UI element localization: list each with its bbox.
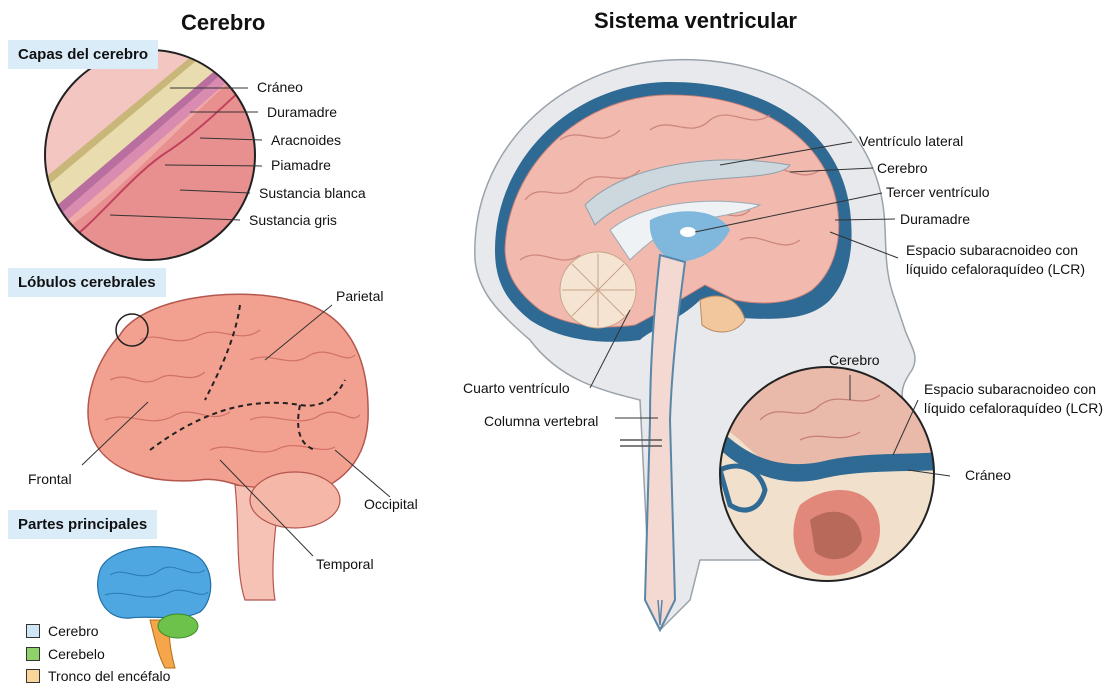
label-inset-craneo: Cráneo [965,467,1011,483]
label-occipital: Occipital [364,496,418,512]
label-piamadre: Piamadre [271,157,331,173]
label-sustancia-gris: Sustancia gris [249,212,337,228]
label-parietal: Parietal [336,288,383,304]
label-sustancia-blanca: Sustancia blanca [259,185,366,201]
legend-item-cerebro: Cerebro [26,623,99,639]
label-duramadre-sagittal: Duramadre [900,211,970,227]
label-inset-espacio-2: líquido cefaloraquídeo (LCR) [924,400,1103,416]
right-title: Sistema ventricular [594,8,797,34]
label-duramadre: Duramadre [267,104,337,120]
main-parts-brain-illustration [98,547,211,668]
label-inset-cerebro: Cerebro [829,352,880,368]
legend-swatch-tronco [26,669,40,683]
label-columna-vertebral: Columna vertebral [484,413,598,429]
legend-swatch-cerebelo [26,647,40,661]
label-craneo: Cráneo [257,79,303,95]
label-cerebro-sagittal: Cerebro [877,160,928,176]
legend-label: Cerebro [48,623,99,639]
legend-item-cerebelo: Cerebelo [26,646,105,662]
label-inset-espacio-1: Espacio subaracnoideo con [924,381,1096,397]
legend-swatch-cerebro [26,624,40,638]
label-temporal: Temporal [316,556,374,572]
label-cuarto-ventriculo: Cuarto ventrículo [463,380,570,396]
label-frontal: Frontal [28,471,72,487]
label-aracnoides: Aracnoides [271,132,341,148]
capas-heading: Capas del cerebro [8,40,158,69]
label-espacio-subaracnoideo-1: Espacio subaracnoideo con [906,242,1078,258]
left-title: Cerebro [181,10,265,36]
partes-heading: Partes principales [8,510,157,539]
meninges-layers-illustration [40,45,265,265]
lobulos-heading: Lóbulos cerebrales [8,268,166,297]
legend-label: Tronco del encéfalo [48,668,170,684]
label-espacio-subaracnoideo-2: líquido cefaloraquídeo (LCR) [906,261,1085,277]
legend-label: Cerebelo [48,646,105,662]
label-ventriculo-lateral: Ventrículo lateral [859,133,963,149]
label-tercer-ventriculo: Tercer ventrículo [886,184,989,200]
legend-item-tronco: Tronco del encéfalo [26,668,170,684]
